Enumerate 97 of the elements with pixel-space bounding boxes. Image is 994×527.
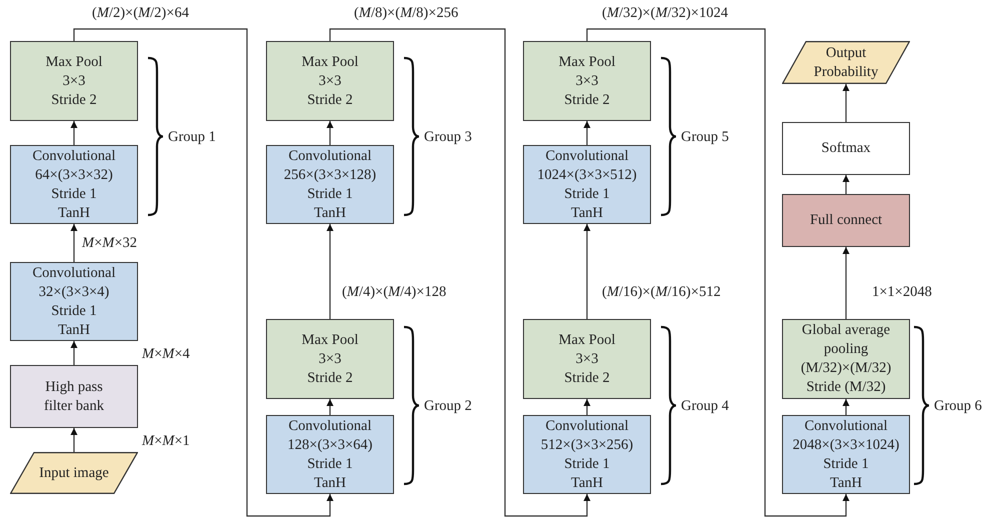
node-text: TanH	[314, 474, 346, 492]
arrow	[70, 428, 78, 452]
node-text: Stride 2	[307, 90, 353, 110]
node-text: Stride 1	[823, 454, 869, 474]
arrow	[584, 399, 590, 415]
arrow	[70, 224, 78, 262]
arrow	[326, 224, 334, 319]
node-text: Output Probability	[812, 44, 880, 82]
arrow	[842, 399, 850, 415]
node-text: Max Pool	[46, 52, 102, 72]
node-text: 32×(3×3×4)	[38, 282, 110, 302]
arrow	[326, 121, 334, 145]
edge-label: (M/2)×(M/2)×64	[90, 4, 191, 22]
node-text: Convolutional	[804, 416, 888, 436]
arrow	[842, 247, 850, 319]
conv-layer-box	[782, 415, 910, 494]
group-label: Group 2	[424, 396, 472, 414]
arrow	[73, 28, 334, 517]
node-text: Stride 2	[564, 368, 610, 388]
node-text: 3×3	[318, 350, 342, 368]
node-text: Stride 2	[307, 368, 353, 388]
arrow	[70, 121, 78, 145]
arrow	[842, 175, 850, 194]
pooling-box	[782, 319, 910, 399]
arrow	[586, 28, 850, 517]
node-text: TanH	[58, 320, 90, 340]
node-text: Max Pool	[558, 52, 616, 72]
node-text: 128×(3×3×64)	[288, 436, 372, 454]
node-text: Convolutional	[32, 264, 116, 282]
node-text: Softmax	[821, 139, 871, 158]
pooling-box	[266, 41, 394, 121]
node-text: Convolutional	[546, 416, 628, 436]
node-text: Full connect	[810, 211, 882, 230]
group-label: Group 1	[168, 128, 216, 146]
edge-label: (M/32)×(M/32)×1024	[600, 4, 730, 22]
io-parallelogram	[782, 41, 910, 84]
node-text: 2048×(3×3×1024)	[792, 436, 900, 454]
node-text: Stride 1	[51, 184, 97, 204]
arrow	[70, 341, 78, 365]
conv-layer-box	[523, 145, 651, 224]
node-text: 3×3	[62, 72, 86, 90]
edge-label: (M/16)×(M/16)×512	[600, 283, 723, 301]
arrow	[329, 28, 590, 517]
conv-layer-box	[266, 145, 394, 224]
node-text: 3×3	[576, 72, 598, 90]
arrow	[842, 84, 850, 122]
fc-layer-box	[782, 194, 910, 247]
filter-box	[10, 365, 138, 428]
pooling-box	[266, 319, 394, 399]
conv-layer-box	[266, 415, 394, 494]
softmax-box	[782, 122, 910, 175]
node-text: (M/32)×(M/32)	[800, 359, 892, 378]
node-text: Stride 1	[307, 184, 353, 204]
node-text: Convolutional	[288, 146, 372, 166]
node-text: Stride 2	[564, 90, 610, 110]
node-text: Stride 1	[564, 184, 610, 204]
node-text: Input image	[39, 464, 109, 482]
group-label: Group 4	[681, 396, 729, 414]
conv-layer-box	[10, 262, 138, 341]
group-label: Group 3	[424, 128, 472, 146]
edge-label: (M/8)×(M/8)×256	[352, 4, 460, 22]
group-label: Group 6	[934, 396, 982, 414]
node-text: 3×3	[318, 72, 342, 90]
node-text: Stride 1	[51, 302, 97, 320]
node-text: Convolutional	[546, 146, 628, 166]
io-parallelogram	[10, 452, 138, 494]
node-text: 1024×(3×3×512)	[537, 166, 637, 184]
node-text: Stride (M/32)	[806, 378, 886, 397]
node-text: Stride 1	[564, 454, 610, 474]
arrow	[584, 224, 590, 319]
node-text: 3×3	[576, 350, 598, 368]
node-text: Global average pooling	[800, 321, 892, 359]
node-text: TanH	[830, 474, 862, 492]
group-label: Group 5	[681, 128, 729, 146]
node-text: TanH	[570, 474, 603, 492]
node-text: Stride 2	[51, 90, 97, 110]
node-text: TanH	[58, 204, 90, 222]
node-text: High pass filter bank	[43, 378, 105, 416]
node-text: Max Pool	[558, 330, 616, 350]
node-text: TanH	[570, 204, 603, 222]
conv-layer-box	[10, 145, 138, 224]
node-text: Convolutional	[32, 146, 116, 166]
node-text: Max Pool	[302, 52, 358, 72]
edge-label: (M/4)×(M/4)×128	[340, 283, 448, 301]
arrow	[326, 399, 334, 415]
pooling-box	[10, 41, 138, 121]
node-text: 256×(3×3×128)	[284, 166, 376, 184]
arrow	[584, 121, 590, 145]
node-text: Max Pool	[302, 330, 358, 350]
node-text: Stride 1	[307, 454, 353, 474]
node-text: 512×(3×3×256)	[540, 436, 634, 454]
node-text: 64×(3×3×32)	[35, 166, 113, 184]
pooling-box	[523, 41, 651, 121]
node-text: Convolutional	[288, 416, 372, 436]
pooling-box	[523, 319, 651, 399]
conv-layer-box	[523, 415, 651, 494]
node-text: TanH	[314, 204, 346, 222]
